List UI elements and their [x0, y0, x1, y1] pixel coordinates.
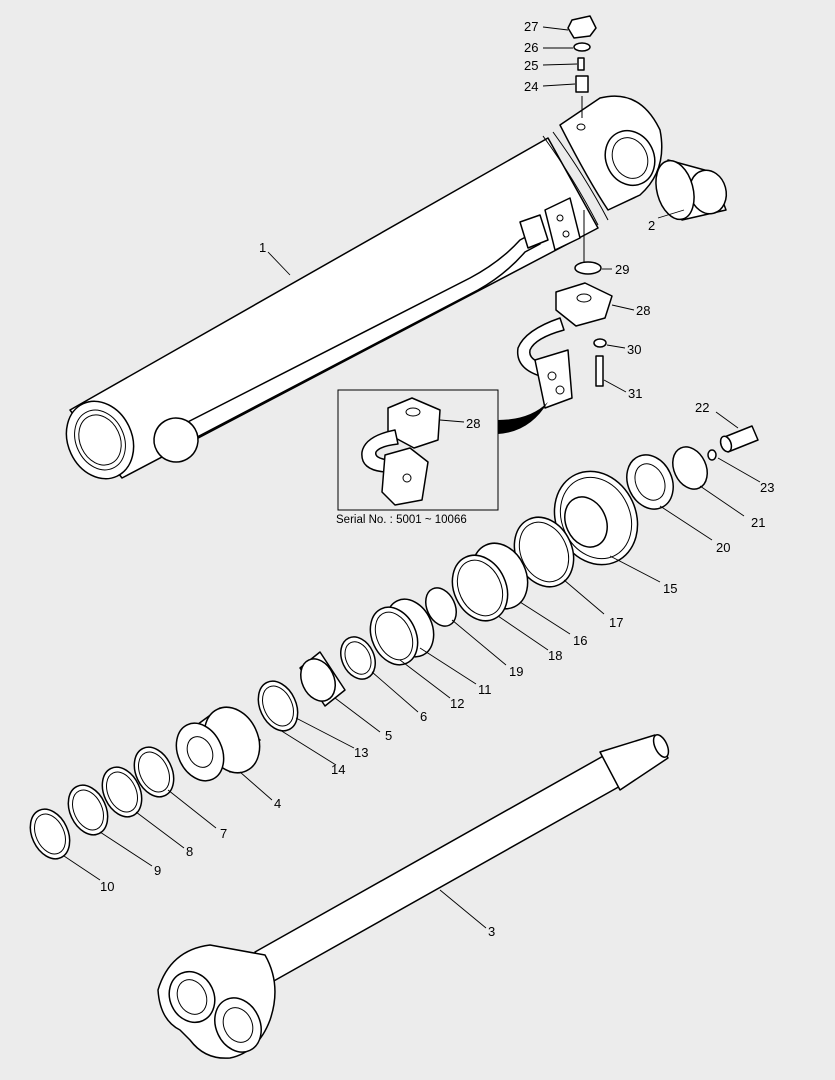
hydraulic-pipe	[153, 197, 581, 463]
callout-9: 9	[154, 863, 161, 878]
callout-16: 16	[573, 633, 587, 648]
inset-variant-box	[337, 389, 548, 511]
callout-3: 3	[488, 924, 495, 939]
callout-27: 27	[524, 19, 538, 34]
callout-6: 6	[420, 709, 427, 724]
seal-rings-11-12	[369, 598, 435, 666]
callout-29: 29	[615, 262, 629, 277]
callout-1: 1	[259, 240, 266, 255]
pin-and-circlip	[672, 425, 759, 490]
flange-tube-assembly	[516, 210, 613, 409]
bushing	[655, 159, 728, 221]
callout-14: 14	[331, 762, 345, 777]
callout-24: 24	[524, 79, 538, 94]
cylinder-tube	[65, 95, 663, 480]
vent-plug-stack	[567, 15, 597, 118]
seal-rings-5-6	[299, 636, 376, 707]
inset-serial-caption: Serial No. : 5001 ~ 10066	[336, 514, 467, 526]
callout-25: 25	[524, 58, 538, 73]
callout-28-inset: 28	[466, 416, 480, 431]
callout-5: 5	[385, 728, 392, 743]
callout-13: 13	[354, 745, 368, 760]
leader-lines	[63, 26, 761, 929]
callout-17: 17	[609, 615, 623, 630]
callout-18: 18	[548, 648, 562, 663]
callout-22: 22	[695, 400, 709, 415]
callout-2: 2	[648, 218, 655, 233]
callout-11: 11	[478, 682, 492, 697]
rod-seal-rings-7-10	[29, 746, 175, 860]
callout-26: 26	[524, 40, 538, 55]
callout-30: 30	[627, 342, 641, 357]
bushing-rings-13-14	[257, 680, 299, 732]
callout-21: 21	[751, 515, 765, 530]
seal-rings-15-19	[425, 516, 575, 627]
callout-31: 31	[628, 386, 642, 401]
callout-20: 20	[716, 540, 730, 555]
callout-23: 23	[760, 480, 774, 495]
callout-labels: 27 26 25 24 1 2 29 28 30 31 28 22 23 21 …	[100, 19, 774, 939]
callout-28: 28	[636, 303, 650, 318]
rod-cover	[175, 706, 261, 782]
callout-10: 10	[100, 879, 114, 894]
callout-19: 19	[509, 664, 523, 679]
callout-7: 7	[220, 826, 227, 841]
callout-15: 15	[663, 581, 677, 596]
piston-rod	[157, 734, 670, 1059]
callout-12: 12	[450, 696, 464, 711]
callout-8: 8	[186, 844, 193, 859]
callout-4: 4	[274, 796, 281, 811]
